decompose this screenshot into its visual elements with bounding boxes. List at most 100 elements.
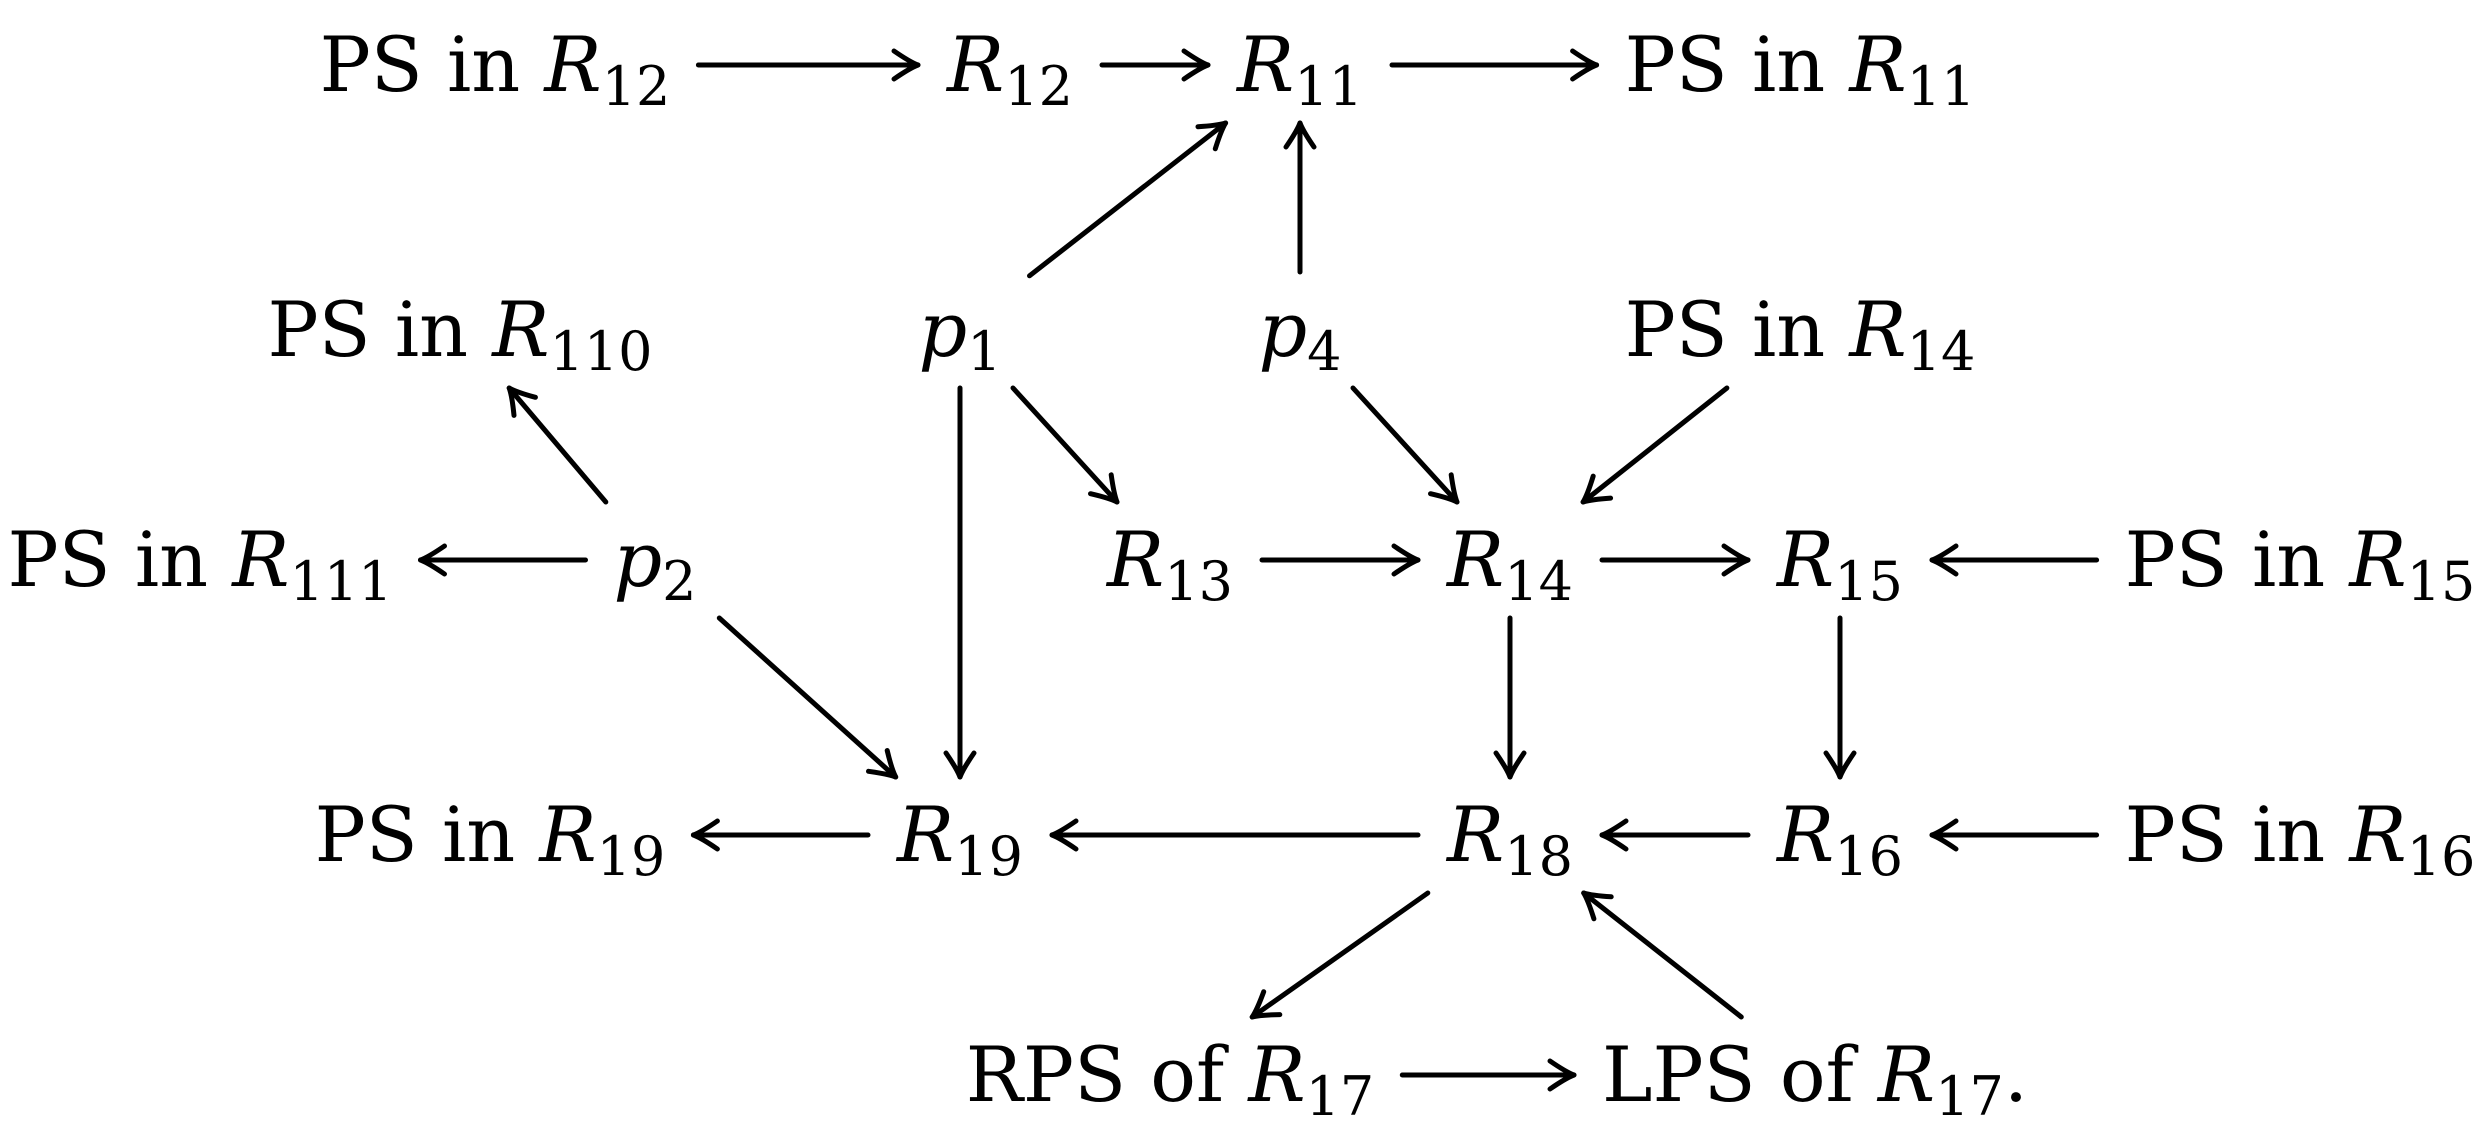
arrow-shaft — [716, 615, 899, 780]
arrow-ps-r15-to-r15 — [1929, 543, 2100, 577]
subscript: 19 — [954, 825, 1023, 888]
arrow-r12-to-r11 — [1099, 48, 1211, 82]
arrow-r15-to-r16 — [1823, 615, 1857, 780]
subscript: 16 — [1834, 825, 1903, 888]
math-symbol: p — [918, 285, 967, 374]
arrowhead — [418, 543, 447, 577]
math-symbol: R — [1445, 790, 1504, 879]
arrowhead — [506, 385, 538, 418]
arrowhead — [1391, 543, 1421, 577]
math-symbol: R — [1445, 515, 1504, 604]
arrow-shaft — [1249, 890, 1431, 1020]
arrowhead — [891, 48, 921, 82]
arrowhead — [1823, 750, 1857, 780]
arrowhead — [1493, 750, 1527, 780]
node-text: PS in — [315, 790, 540, 879]
node-ps-r16: PS in R16 — [2125, 790, 2476, 888]
arrow-r18-to-rps-r17 — [1249, 890, 1431, 1020]
subscript: 14 — [1504, 550, 1573, 613]
arrowhead — [1581, 890, 1614, 922]
subscript: 12 — [602, 55, 671, 118]
math-symbol: R — [895, 790, 954, 879]
arrow-p1-to-r13 — [1010, 385, 1120, 505]
arrow-p2-to-ps-r111 — [418, 543, 588, 577]
arrowhead — [1599, 818, 1629, 852]
node-r16: R16 — [1775, 790, 1903, 888]
math-symbol: R — [1775, 790, 1834, 879]
node-r11: R11 — [1235, 20, 1363, 118]
subscript: 16 — [2407, 825, 2476, 888]
arrow-ps-r16-to-r16 — [1929, 818, 2100, 852]
arrow-shaft — [1581, 890, 1744, 1020]
node-ps-r110: PS in R110 — [267, 285, 652, 383]
node-r18: R18 — [1445, 790, 1573, 888]
math-symbol: R — [1246, 1030, 1305, 1119]
node-text: PS in — [1625, 285, 1850, 374]
arrowhead — [1570, 48, 1600, 82]
math-symbol: R — [230, 515, 289, 604]
node-ps-r12: PS in R12 — [320, 20, 671, 118]
node-p2: p2 — [613, 515, 696, 613]
node-text: PS in — [2125, 515, 2350, 604]
math-symbol: R — [542, 20, 601, 109]
subscript: 1 — [967, 320, 1001, 383]
arrow-shaft — [1010, 385, 1120, 505]
arrow-p1-to-r19 — [943, 385, 977, 780]
subscript: 18 — [1504, 825, 1573, 888]
arrowhead — [1547, 1058, 1577, 1092]
arrow-shaft — [1027, 120, 1229, 279]
arrow-r16-to-r18 — [1599, 818, 1751, 852]
arrowhead — [1249, 989, 1283, 1020]
arrowhead — [690, 818, 720, 852]
subscript: 15 — [1834, 550, 1903, 613]
node-r14: R14 — [1445, 515, 1573, 613]
arrow-p1-to-r11 — [1027, 120, 1229, 279]
node-ps-r15: PS in R15 — [2125, 515, 2476, 613]
node-r19: R19 — [895, 790, 1023, 888]
arrows-layer — [418, 48, 2100, 1092]
arrow-shaft — [1350, 385, 1460, 505]
node-rps-r17: RPS of R17 — [966, 1030, 1375, 1128]
arrow-ps-r12-to-r12 — [695, 48, 921, 82]
arrowhead — [1088, 472, 1120, 505]
math-symbol: p — [613, 515, 662, 604]
math-symbol: R — [1235, 20, 1294, 109]
math-symbol: R — [2347, 515, 2406, 604]
node-text: RPS of — [966, 1030, 1249, 1119]
arrow-shaft — [506, 385, 609, 505]
arrow-r13-to-r14 — [1259, 543, 1421, 577]
arrow-r14-to-r15 — [1599, 543, 1751, 577]
subscript: 13 — [1164, 550, 1233, 613]
arrow-ps-r14-to-r14 — [1580, 385, 1730, 505]
arrow-p2-to-ps-r110 — [506, 385, 609, 505]
subscript: 2 — [662, 550, 696, 613]
subscript: 11 — [1907, 55, 1976, 118]
node-p4: p4 — [1258, 285, 1341, 383]
arrow-rps-r17-to-lps-r17 — [1399, 1058, 1577, 1092]
arrowhead — [1428, 472, 1460, 505]
subscript: 111 — [289, 550, 392, 613]
node-text: . — [2004, 1030, 2028, 1119]
node-text: PS in — [1625, 20, 1850, 109]
node-p1: p1 — [918, 285, 1001, 383]
subscript: 14 — [1907, 320, 1976, 383]
arrowhead — [1721, 543, 1751, 577]
math-symbol: R — [1775, 515, 1834, 604]
math-symbol: p — [1258, 285, 1307, 374]
node-text: PS in — [7, 515, 232, 604]
node-text: PS in — [2125, 790, 2350, 879]
node-text: PS in — [320, 20, 545, 109]
node-ps-r19: PS in R19 — [315, 790, 666, 888]
arrow-r11-to-ps-r11 — [1389, 48, 1600, 82]
arrow-p2-to-r19 — [716, 615, 899, 780]
arrowhead — [1049, 818, 1079, 852]
subscript: 15 — [2407, 550, 2476, 613]
subscript: 110 — [549, 320, 652, 383]
node-ps-r14: PS in R14 — [1625, 285, 1976, 383]
node-text: LPS of — [1602, 1030, 1878, 1119]
node-r13: R13 — [1105, 515, 1233, 613]
math-symbol: R — [537, 790, 596, 879]
math-symbol: R — [490, 285, 549, 374]
arrow-r14-to-r18 — [1493, 615, 1527, 780]
